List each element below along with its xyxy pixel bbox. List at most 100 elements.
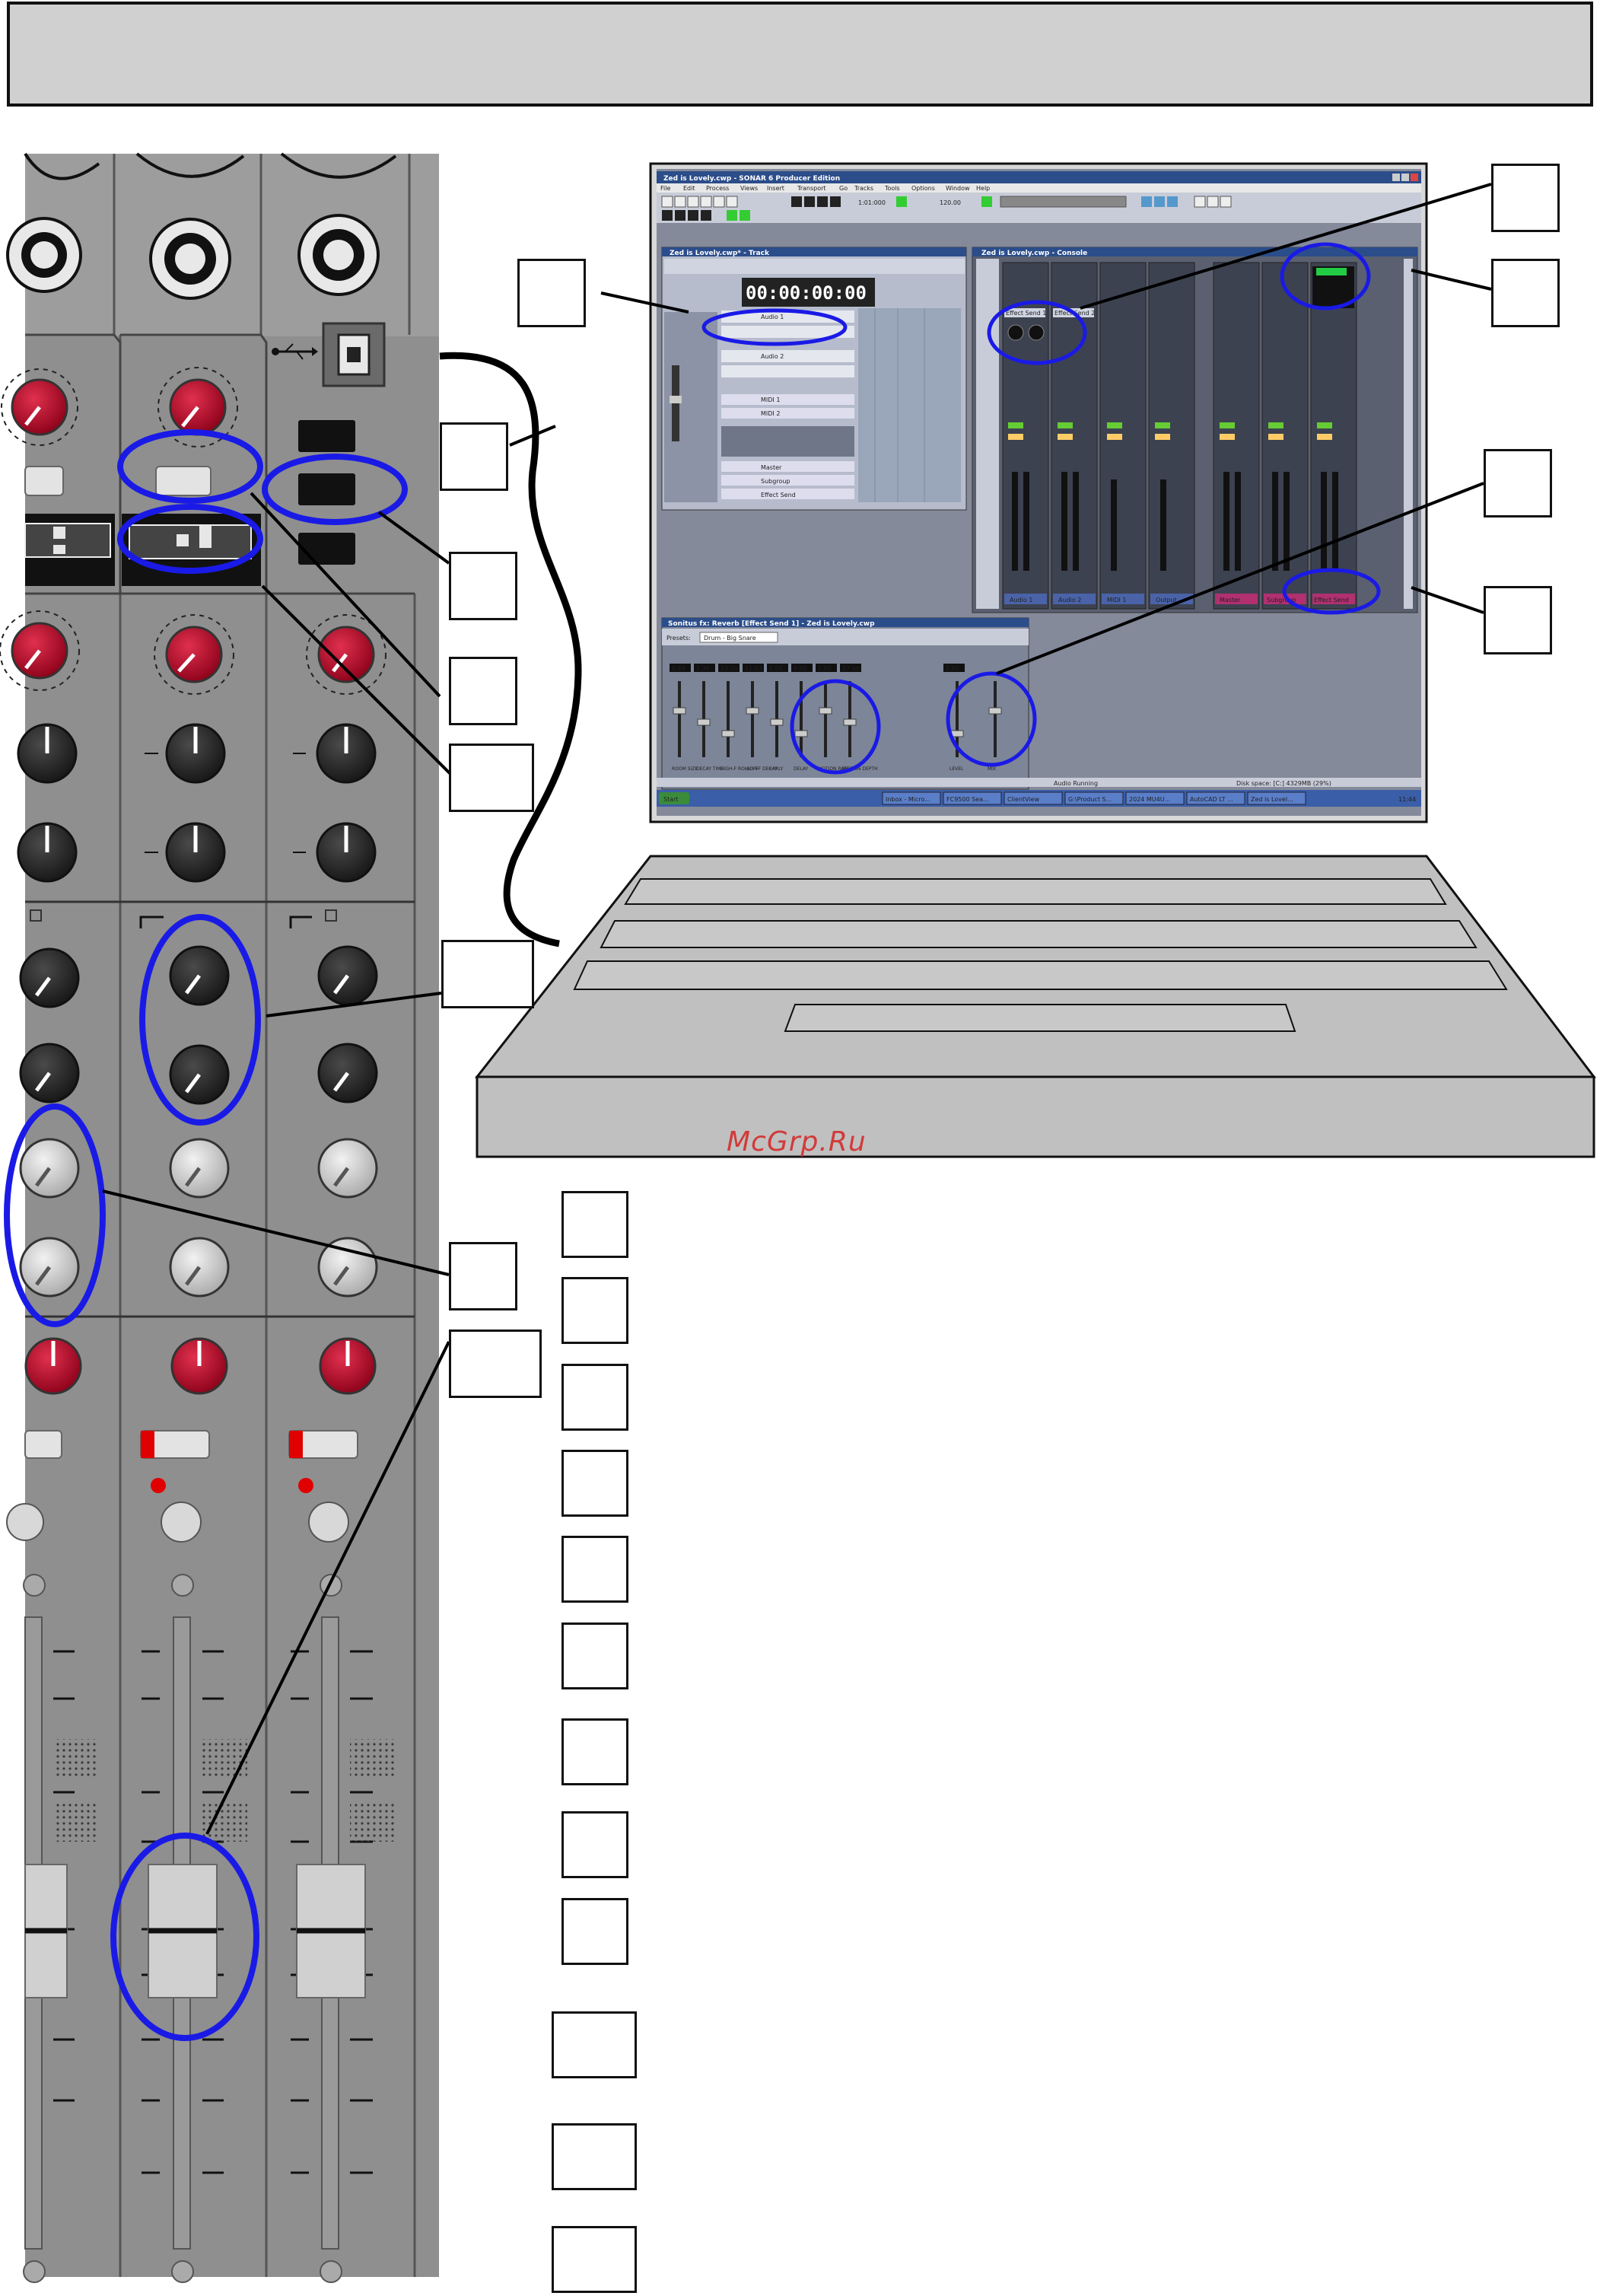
menu-item-8[interactable]: Tools (884, 185, 900, 192)
red-knob-row2-1[interactable] (0, 610, 80, 691)
reverb-fader-cap-9[interactable] (988, 707, 1002, 715)
pad-button-2[interactable] (155, 466, 212, 496)
eq-knob-3a (316, 723, 377, 784)
menu-item-6[interactable]: Go (839, 185, 848, 192)
menu-item-4[interactable]: Insert (767, 185, 784, 192)
reverb-readout-bg-6 (816, 664, 837, 672)
taskbar-item-bg-3[interactable] (1064, 791, 1124, 805)
legend-box-9 (561, 1898, 628, 1965)
reverb-fader-slot-3 (751, 681, 754, 757)
aux-knob-2b (169, 1044, 230, 1105)
reverb-fader-cap-4[interactable] (770, 718, 784, 726)
taskbar-item-bg-4[interactable] (1125, 791, 1185, 805)
solo-button-3[interactable] (308, 1501, 349, 1543)
taskbar-item-bg-0[interactable] (882, 791, 941, 805)
taskbar-item-bg-5[interactable] (1186, 791, 1245, 805)
eq-knob-2b (165, 822, 226, 883)
level-knobs[interactable] (24, 1337, 377, 1395)
switch-block-1[interactable] (24, 514, 115, 586)
daw-menu[interactable]: File Edit Process Views Insert Transport Go Tra… (660, 185, 990, 192)
fader-cap-1[interactable] (24, 1864, 68, 1998)
highlight-aux-knobs (139, 914, 261, 1126)
start-button[interactable] (659, 792, 689, 804)
mute-button-2[interactable] (140, 1430, 210, 1459)
trackpad (784, 1004, 1296, 1032)
taskbar-items[interactable]: Inbox - Micro... FC9500 Sea... ClientView G… (882, 791, 1306, 805)
toolbar-buttons[interactable] (661, 196, 1232, 221)
callout-box-pad-button (449, 657, 517, 725)
reverb-fader-cap-1[interactable] (697, 718, 711, 726)
gain-knob-1[interactable] (1, 368, 78, 446)
reverb-fader-slot-5 (800, 681, 803, 757)
highlight-effect-sends (987, 300, 1087, 365)
usb-button-1[interactable] (298, 420, 355, 452)
reverb-fader-cap-0[interactable] (673, 707, 686, 715)
legend-box-2 (561, 1277, 628, 1344)
reverb-param-label-7: MOTION DEPTH (842, 766, 878, 772)
legend-box-6 (561, 1622, 628, 1689)
track-list[interactable]: Audio 1 Audio 2 MIDI 1 MIDI 2 (721, 310, 854, 457)
bus-name-2: Subgroup (761, 478, 790, 485)
reverb-readout-bg-4 (767, 664, 788, 672)
reverb-fader-slot-9 (994, 681, 997, 757)
header-bar (7, 2, 1593, 107)
mute-button-3[interactable] (288, 1430, 358, 1459)
fader-cap-3[interactable] (296, 1864, 366, 1998)
red-knob-row2-2[interactable] (154, 614, 234, 695)
reverb-fader-cap-5[interactable] (794, 730, 808, 737)
callout-box-silver-knobs (449, 1242, 517, 1310)
taskbar-item-bg-6[interactable] (1247, 791, 1306, 805)
usb-button-3[interactable] (298, 533, 355, 565)
solo-button-2[interactable] (161, 1501, 202, 1543)
bus-list[interactable]: Master Subgroup Effect Send (721, 461, 854, 499)
taskbar-item-3[interactable]: G:\Product S... (1068, 796, 1112, 803)
strip-label-3: MIDI 1 (1107, 597, 1126, 603)
strip-label-1: Audio 1 (1010, 597, 1032, 603)
menu-item-9[interactable]: Options (911, 185, 935, 192)
switch-block-2[interactable] (122, 514, 261, 586)
reverb-fader-cap-7[interactable] (843, 718, 857, 726)
reverb-param-label-2: HIGH-F ROLLOFF (720, 766, 759, 772)
level-knob-3 (319, 1337, 377, 1395)
taskbar-item-1[interactable]: FC9500 Sea... (946, 796, 989, 803)
silver-knobs[interactable] (19, 1138, 378, 1298)
taskbar-item-5[interactable]: AutoCAD LT ... (1190, 796, 1233, 803)
usb-button-2[interactable] (298, 473, 355, 505)
input-jack-1 (6, 217, 82, 293)
menu-item-0[interactable]: File (660, 185, 670, 192)
reverb-fader-slot-8 (956, 681, 959, 757)
taskbar-item-6[interactable]: Zed is Lovel... (1251, 796, 1293, 803)
callout-box-output (1484, 586, 1552, 654)
eq-knobs[interactable] (17, 723, 377, 883)
highlight-silver-knobs (4, 1103, 106, 1327)
aux-knobs[interactable] (19, 909, 378, 1105)
taskbar-item-4[interactable]: 2024 MU4U... (1129, 796, 1170, 803)
menu-item-5[interactable]: Transport (797, 185, 826, 192)
menu-item-7[interactable]: Tracks (854, 185, 873, 192)
gain-knob-2[interactable] (157, 367, 238, 447)
menu-item-2[interactable]: Process (706, 185, 729, 192)
menu-item-11[interactable]: Help (976, 185, 990, 192)
input-jack-partial (24, 152, 397, 180)
taskbar-item-bg-2[interactable] (1004, 791, 1063, 805)
menu-item-10[interactable]: Window (946, 185, 970, 192)
input-jack-3 (297, 214, 380, 296)
taskbar-item-bg-1[interactable] (943, 791, 1002, 805)
taskbar-item-0[interactable]: Inbox - Micro... (886, 796, 930, 803)
fader-cap-2[interactable] (148, 1864, 218, 1998)
red-knob-row2-3[interactable] (306, 614, 386, 695)
taskbar-item-2[interactable]: ClientView (1007, 796, 1040, 803)
reverb-fader-cap-2[interactable] (721, 730, 735, 737)
reverb-fader-cap-8[interactable] (950, 730, 964, 737)
reverb-faders[interactable] (673, 681, 1002, 757)
reverb-fader-cap-3[interactable] (746, 707, 759, 715)
mute-button-1[interactable] (24, 1430, 62, 1459)
console-strips[interactable]: Audio 1 Audio 2 MIDI 1 Output Master Sub… (1002, 262, 1357, 610)
menu-item-1[interactable]: Edit (683, 185, 695, 192)
preset-dropdown[interactable] (699, 632, 778, 643)
track-view-title: Zed is Lovely.cwp* - Track (670, 250, 770, 257)
menu-item-3[interactable]: Views (740, 185, 758, 192)
reverb-fader-cap-6[interactable] (819, 707, 832, 715)
pad-button-1[interactable] (24, 466, 64, 496)
track-timecode: 00:00:00:00 (746, 282, 867, 304)
